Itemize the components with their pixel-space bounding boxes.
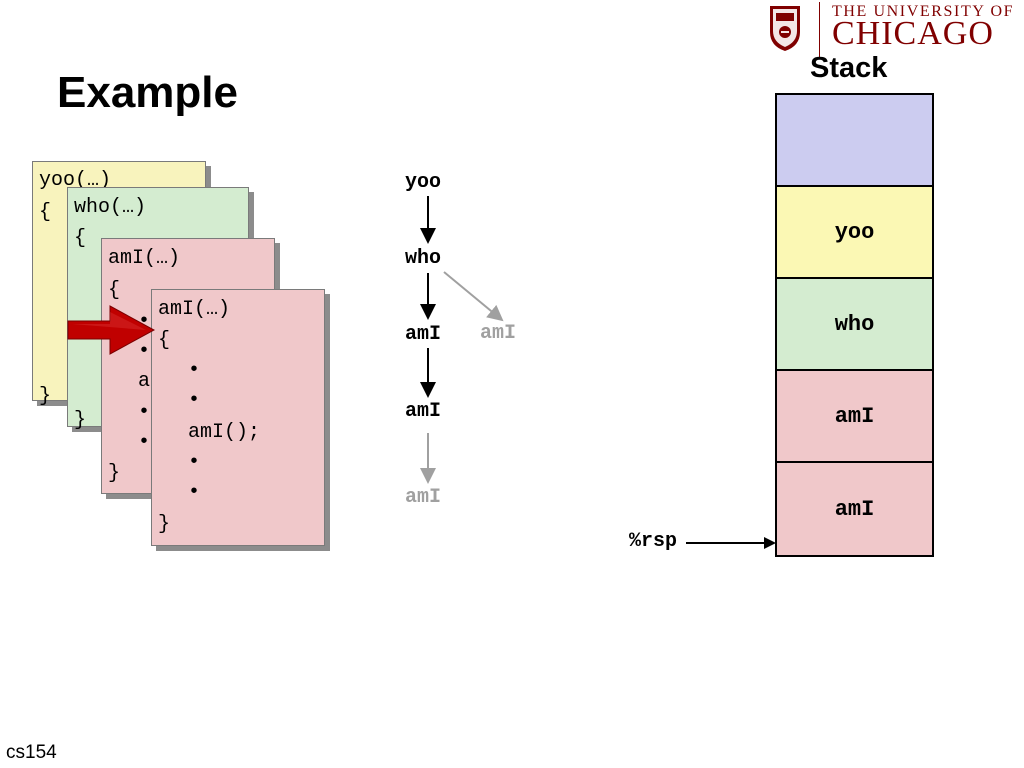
rsp-label: %rsp — [629, 530, 678, 553]
slide-title: Example — [57, 68, 238, 117]
stack-frame-ami-top: amI — [777, 463, 932, 555]
card-bullet: • — [138, 401, 151, 424]
stack-frame-who: who — [777, 279, 932, 371]
code-card-ami-inner: amI(…) { • • amI(); • • } — [151, 289, 325, 546]
card-header: who(…) — [74, 196, 147, 219]
university-logo: THE UNIVERSITY OF CHICAGO — [766, 2, 1024, 58]
tree-node-ami-returned: amI — [480, 322, 517, 345]
logo-text-line1: THE UNIVERSITY OF — [832, 3, 1015, 20]
call-tree: yoo who amI amI amI amI — [380, 160, 550, 520]
card-header: amI(…) — [158, 298, 231, 321]
stack-frame-ami: amI — [777, 371, 932, 463]
card-close-brace: } — [158, 513, 171, 536]
stack-label: Stack — [810, 52, 888, 84]
rsp-pointer-arrow-icon — [686, 537, 776, 549]
tree-node-ami: amI — [405, 323, 442, 346]
tree-node-yoo: yoo — [405, 171, 442, 194]
card-open-brace: { — [108, 279, 121, 302]
stack-frame-caller — [777, 95, 932, 187]
stack-frame-yoo: yoo — [777, 187, 932, 279]
card-close-brace: } — [39, 385, 52, 408]
tree-node-ami-current: amI — [405, 400, 442, 423]
current-frame-arrow-icon — [67, 305, 156, 355]
university-crest-icon — [770, 6, 800, 51]
call-tree-edges — [420, 196, 504, 484]
tree-node-ami-future: amI — [405, 486, 442, 509]
card-bullet: • — [188, 359, 201, 382]
card-open-brace: { — [39, 201, 52, 224]
card-header: yoo(…) — [39, 169, 112, 192]
card-bullet: • — [188, 481, 201, 504]
card-header: amI(…) — [108, 247, 181, 270]
course-footer: cs154 — [6, 742, 57, 763]
card-statement: a — [138, 370, 151, 393]
card-close-brace: } — [108, 462, 121, 485]
logo-text-line2: CHICAGO — [832, 15, 994, 52]
card-open-brace: { — [158, 329, 171, 352]
logo-divider — [819, 2, 820, 58]
stack-diagram: yoo who amI amI — [775, 93, 934, 557]
card-open-brace: { — [74, 227, 87, 250]
card-close-brace: } — [74, 409, 87, 432]
card-bullet: • — [188, 451, 201, 474]
tree-node-who: who — [405, 247, 442, 270]
card-bullet: • — [138, 431, 151, 454]
card-call: amI(); — [188, 421, 261, 444]
card-bullet: • — [188, 389, 201, 412]
edge-who-ami-side — [443, 271, 504, 322]
card-bullet: • — [138, 340, 151, 363]
